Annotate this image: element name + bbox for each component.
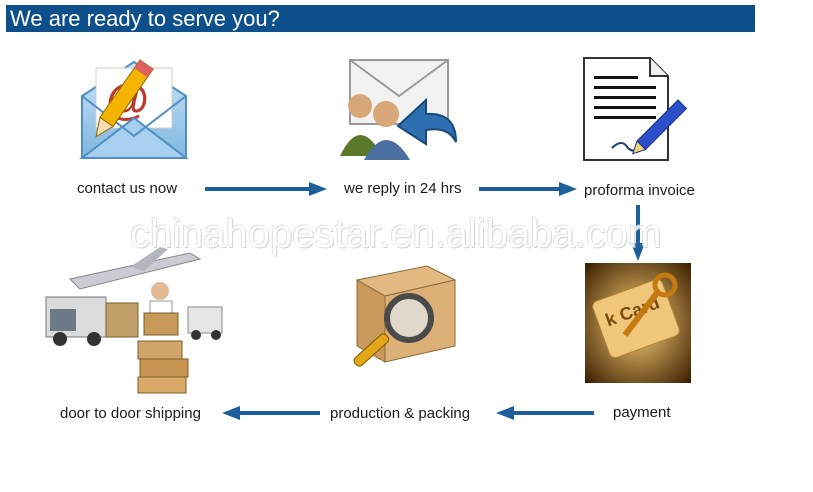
bank-card-key-icon: k Card [585, 263, 691, 383]
step-shipping-label: door to door shipping [60, 405, 201, 422]
email-envelope-pencil-icon: @ [79, 59, 189, 159]
step-proforma-label: proforma invoice [584, 182, 695, 199]
banner-title: We are ready to serve you? [10, 6, 280, 31]
header-banner: We are ready to serve you? [6, 5, 755, 32]
flow-arrow-left-2 [222, 406, 320, 420]
box-magnifier-icon [353, 265, 457, 367]
step-contact-label: contact us now [77, 180, 178, 197]
step-reply-label: we reply in 24 hrs [344, 180, 462, 197]
step-production-label: production & packing [330, 405, 471, 422]
reply-mail-icon [340, 59, 457, 160]
flow-arrow-right-2 [479, 182, 577, 196]
flow-arrow-right-1 [205, 182, 327, 196]
shipping-logistics-icon [45, 247, 223, 394]
flow-arrow-down [631, 205, 645, 261]
document-pen-icon [583, 57, 688, 161]
step-payment-label: payment [613, 404, 671, 421]
flow-arrow-left-1 [496, 406, 594, 420]
watermark-text: chinahopestar.en.alibaba.com [130, 212, 662, 256]
